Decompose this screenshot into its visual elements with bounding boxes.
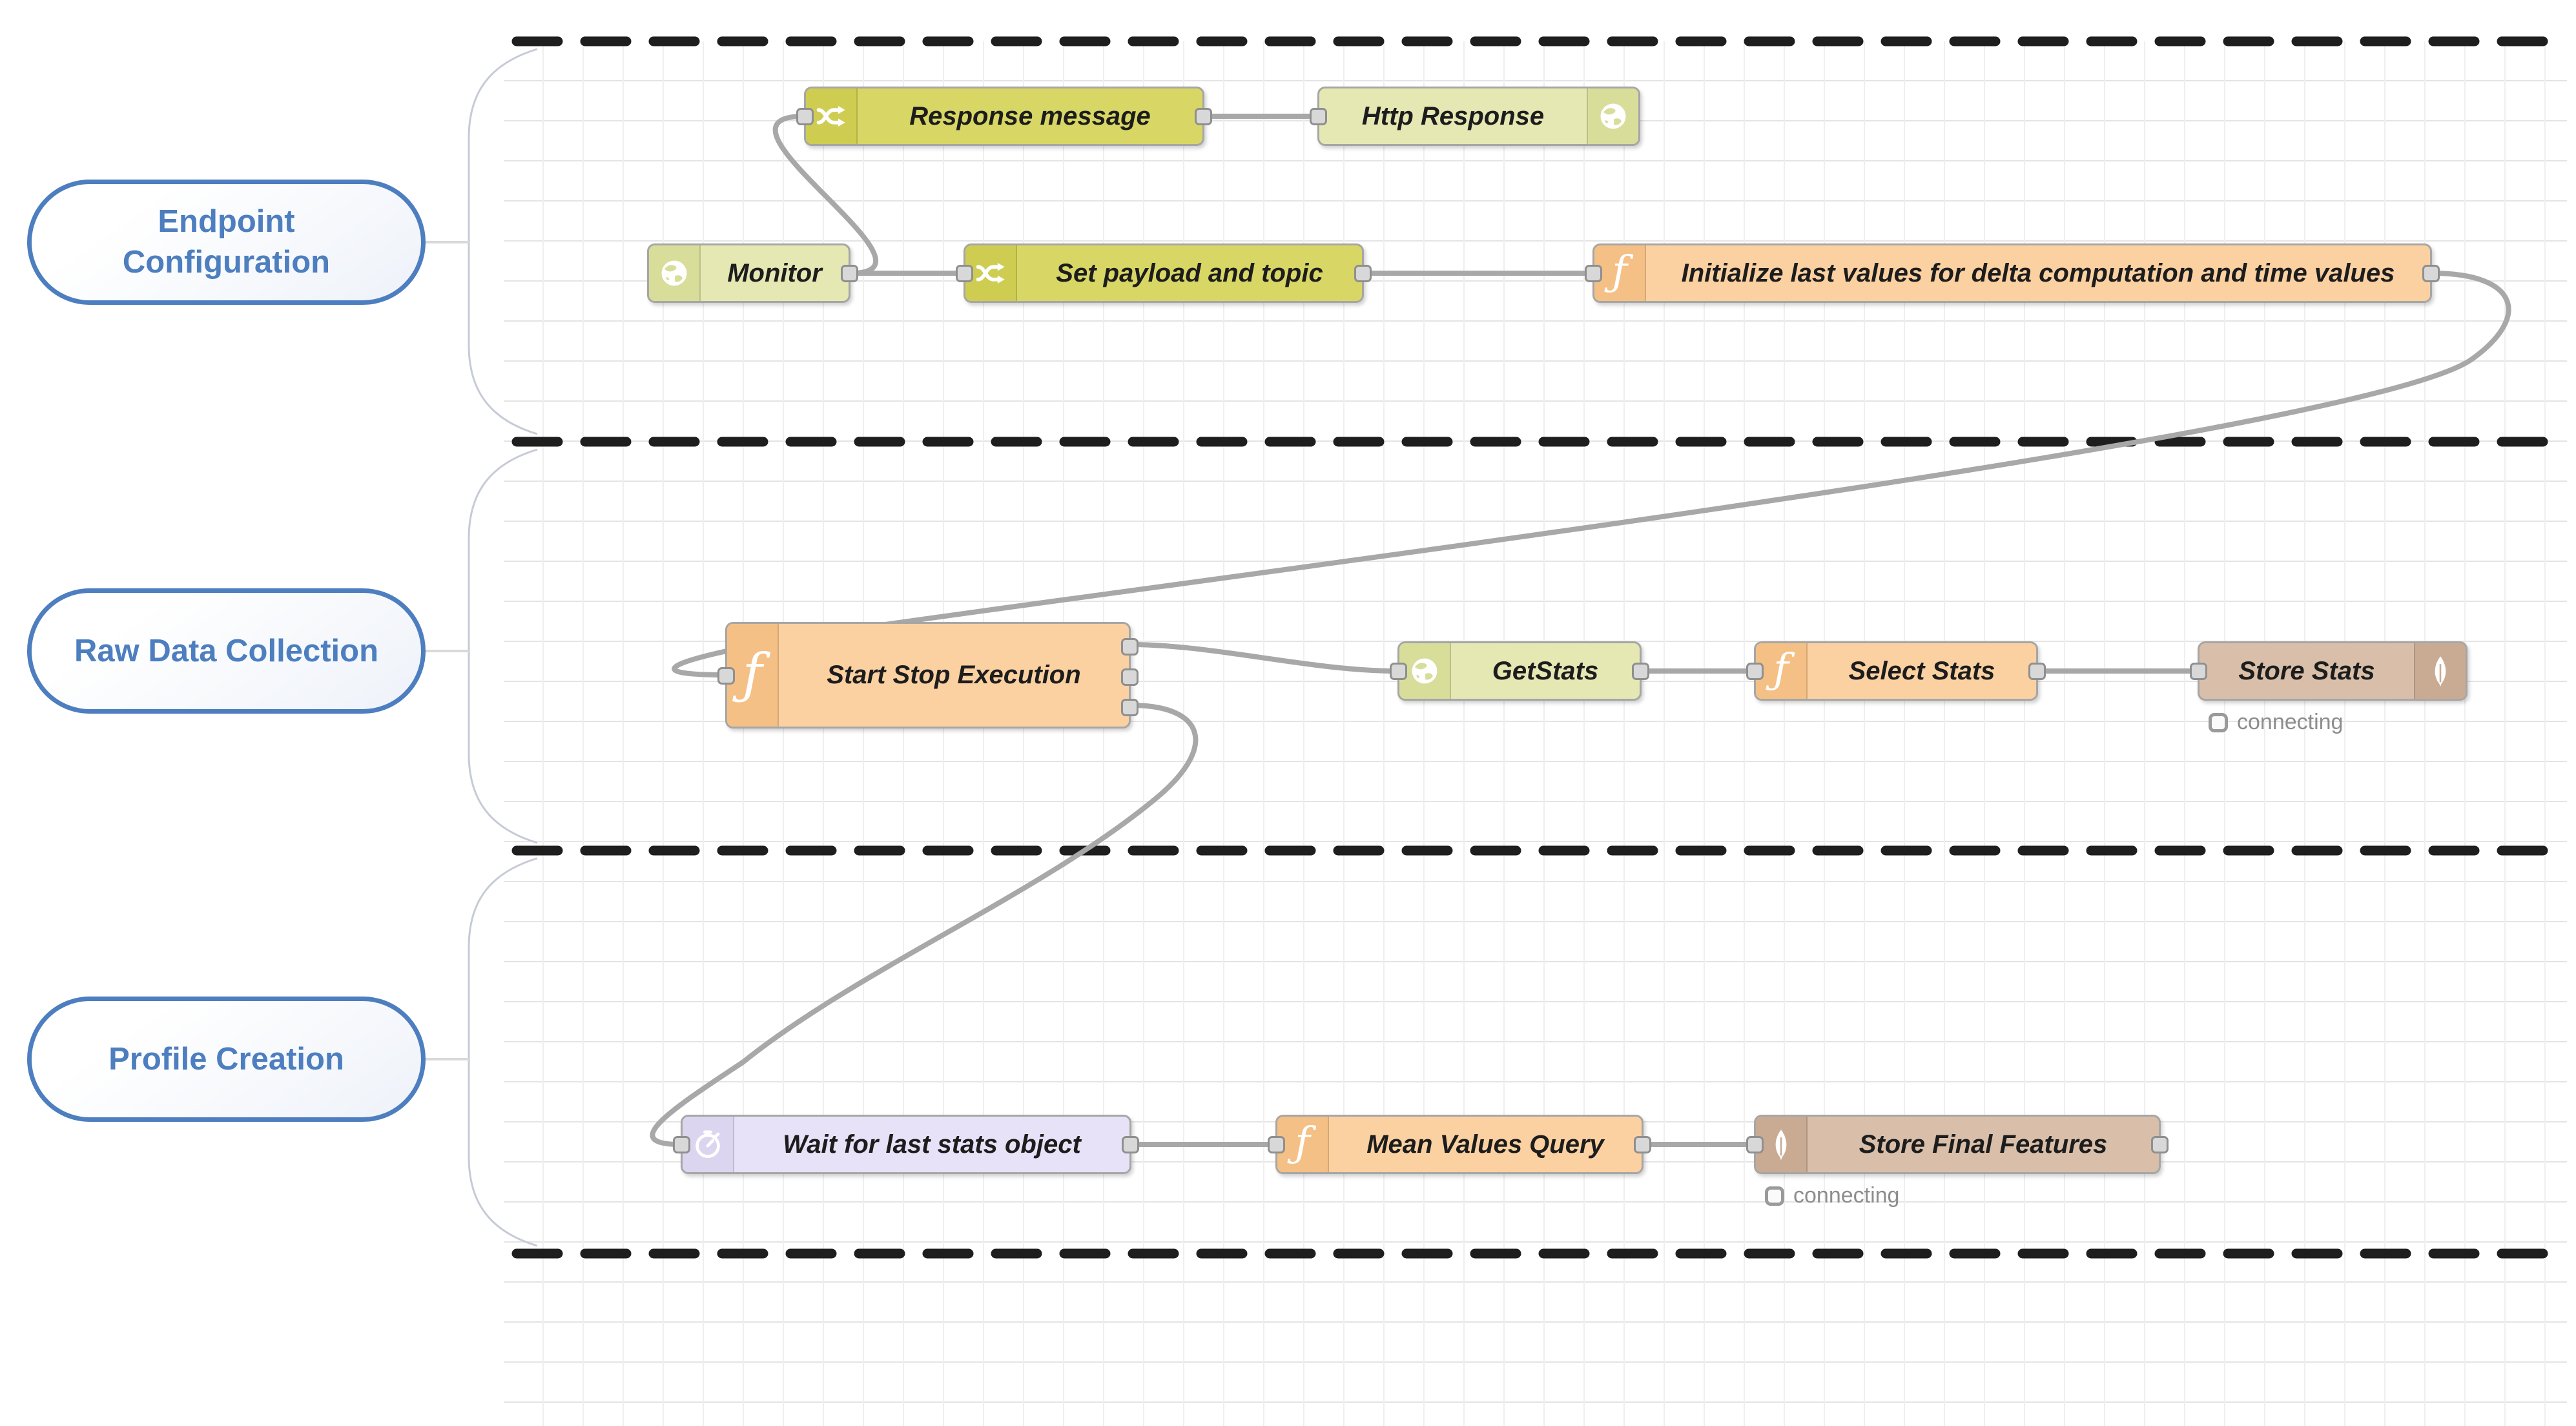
- wire-monitor-to-response-message[interactable]: [772, 114, 879, 276]
- node-initialize-last-values[interactable]: ƒ Initialize last values for delta compu…: [1585, 243, 2440, 303]
- node-wait-for-last-stats-object[interactable]: Wait for last stats object: [673, 1115, 1139, 1174]
- shuffle-icon: [965, 245, 1017, 301]
- input-port[interactable]: [1310, 108, 1327, 125]
- output-port-3[interactable]: [1121, 699, 1139, 716]
- node-set-payload-and-topic[interactable]: Set payload and topic: [956, 243, 1372, 303]
- node-response-message[interactable]: Response message: [796, 87, 1212, 146]
- status-ring-icon: [2209, 712, 2228, 732]
- leaf-icon: [2414, 643, 2466, 699]
- input-port[interactable]: [673, 1136, 690, 1153]
- section-label: Profile Creation: [108, 1041, 344, 1077]
- section-pill-raw-data-collection: Raw Data Collection: [27, 588, 426, 714]
- node-start-stop-execution[interactable]: ƒ Start Stop Execution: [717, 622, 1139, 728]
- node-label: Store Stats: [2238, 656, 2375, 685]
- status-ring-icon: [1765, 1186, 1784, 1206]
- node-label: Mean Values Query: [1366, 1130, 1604, 1159]
- input-port[interactable]: [1746, 663, 1764, 680]
- function-icon: ƒ: [727, 624, 779, 727]
- output-port[interactable]: [1122, 1136, 1139, 1153]
- wire-initialize-to-start-stop[interactable]: [672, 271, 2511, 677]
- section-label: Raw Data Collection: [74, 633, 379, 668]
- node-label: Monitor: [727, 258, 822, 287]
- section-pill-profile-creation: Profile Creation: [27, 997, 426, 1122]
- output-port[interactable]: [1354, 265, 1372, 282]
- node-label: Set payload and topic: [1056, 258, 1323, 287]
- node-monitor[interactable]: Monitor: [647, 243, 858, 303]
- input-port[interactable]: [717, 666, 735, 685]
- output-port[interactable]: [1195, 108, 1212, 125]
- input-port[interactable]: [796, 108, 814, 125]
- output-port[interactable]: [2151, 1136, 2169, 1153]
- output-port[interactable]: [2422, 265, 2440, 282]
- leaf-icon: [1756, 1117, 1808, 1172]
- globe-icon: [1399, 643, 1451, 699]
- node-http-response[interactable]: Http Response: [1310, 87, 1640, 146]
- node-label: GetStats: [1492, 656, 1599, 685]
- node-store-stats[interactable]: Store Stats: [2190, 641, 2468, 701]
- section-brace-2: [468, 448, 538, 844]
- output-port[interactable]: [1634, 1136, 1651, 1153]
- shuffle-icon: [806, 88, 858, 144]
- function-icon: ƒ: [1756, 643, 1808, 699]
- status-text: connecting: [2237, 710, 2344, 734]
- output-port-2[interactable]: [1121, 668, 1139, 686]
- output-port[interactable]: [2028, 663, 2046, 680]
- timer-icon: [683, 1117, 734, 1172]
- node-status-store-final-features: connecting: [1765, 1183, 1899, 1208]
- section-label: Endpoint Configuration: [122, 204, 331, 280]
- output-port[interactable]: [841, 265, 858, 282]
- input-port[interactable]: [1390, 663, 1407, 680]
- node-label: Response message: [909, 101, 1151, 130]
- node-select-stats[interactable]: ƒ Select Stats: [1746, 641, 2046, 701]
- node-status-store-stats: connecting: [2209, 710, 2343, 735]
- wire-start-stop-to-wait[interactable]: [650, 703, 1199, 1147]
- node-label: Store Final Features: [1859, 1130, 2108, 1159]
- input-port[interactable]: [1268, 1136, 1285, 1153]
- input-port[interactable]: [2190, 663, 2207, 680]
- wire-start-stop-to-getstats[interactable]: [1128, 642, 1400, 674]
- function-icon: ƒ: [1594, 245, 1646, 301]
- node-label: Initialize last values for delta computa…: [1681, 258, 2395, 287]
- node-label: Select Stats: [1848, 656, 1995, 685]
- globe-icon: [1587, 88, 1638, 144]
- node-label: Http Response: [1361, 101, 1545, 130]
- globe-icon: [649, 245, 701, 301]
- node-mean-values-query[interactable]: ƒ Mean Values Query: [1268, 1115, 1651, 1174]
- input-port[interactable]: [1746, 1136, 1764, 1153]
- status-text: connecting: [1793, 1183, 1900, 1208]
- function-icon: ƒ: [1277, 1117, 1329, 1172]
- output-port[interactable]: [1632, 663, 1649, 680]
- node-label: Wait for last stats object: [783, 1130, 1081, 1159]
- output-port-1[interactable]: [1121, 638, 1139, 656]
- input-port[interactable]: [956, 265, 973, 282]
- section-pill-endpoint-configuration: Endpoint Configuration: [27, 180, 426, 305]
- section-brace-3: [468, 857, 538, 1247]
- node-getstats[interactable]: GetStats: [1390, 641, 1649, 701]
- input-port[interactable]: [1585, 265, 1602, 282]
- node-store-final-features[interactable]: Store Final Features: [1746, 1115, 2169, 1174]
- node-label: Start Stop Execution: [827, 661, 1081, 689]
